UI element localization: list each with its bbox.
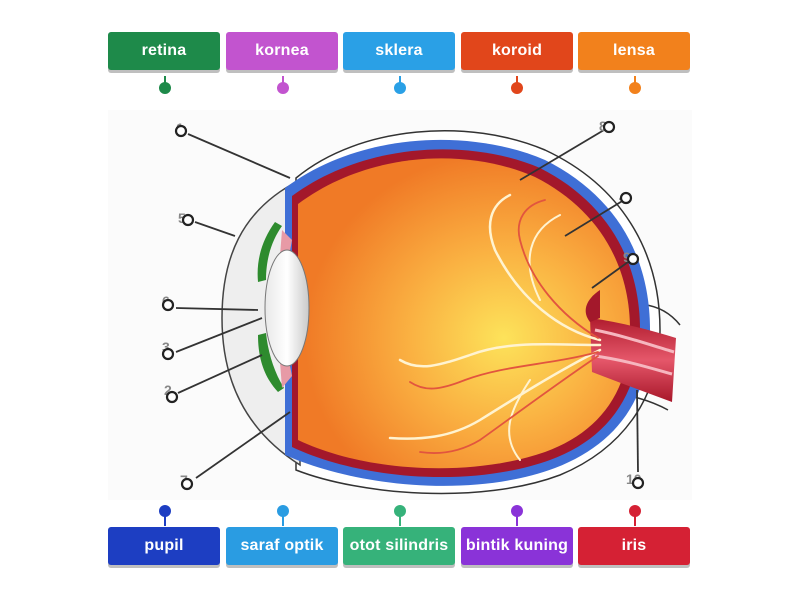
optic-nerve <box>590 318 676 402</box>
stem <box>164 514 166 526</box>
knob[interactable] <box>277 82 289 94</box>
knob[interactable] <box>629 82 641 94</box>
drop-target-6 <box>161 298 175 312</box>
marker-2: 2 <box>164 382 172 398</box>
lens-shape <box>264 249 310 367</box>
drop-target-9 <box>626 252 640 266</box>
label-koroid[interactable]: koroid <box>461 32 573 70</box>
knob[interactable] <box>511 505 523 517</box>
drop-target-1 <box>174 124 188 138</box>
marker-9: 9 <box>623 249 631 265</box>
stem <box>399 514 401 526</box>
drop-target-3 <box>161 347 175 361</box>
knob[interactable] <box>277 505 289 517</box>
label-pupil[interactable]: pupil <box>108 527 220 565</box>
stem <box>516 514 518 526</box>
drop-target-5 <box>181 213 195 227</box>
knob[interactable] <box>159 82 171 94</box>
marker-5: 5 <box>178 210 186 226</box>
drop-targets <box>161 120 645 491</box>
drop-target-2 <box>165 390 179 404</box>
knob[interactable] <box>394 82 406 94</box>
label-retina[interactable]: retina <box>108 32 220 70</box>
drop-target-8 <box>602 120 616 134</box>
blood-vessels <box>388 193 602 461</box>
knob[interactable] <box>159 505 171 517</box>
iris-top <box>257 222 282 282</box>
label-bintik-kuning[interactable]: bintik kuning <box>461 527 573 565</box>
stem <box>634 514 636 526</box>
marker-3: 3 <box>162 339 170 355</box>
label-kornea[interactable]: kornea <box>226 32 338 70</box>
pointer-lines <box>175 129 639 479</box>
knob[interactable] <box>511 82 523 94</box>
label-saraf-optik[interactable]: saraf optik <box>226 527 338 565</box>
macula-bump <box>585 290 600 322</box>
label-sklera[interactable]: sklera <box>343 32 455 70</box>
label-iris[interactable]: iris <box>578 527 690 565</box>
stem <box>282 514 284 526</box>
label-otot-silindris[interactable]: otot silindris <box>343 527 455 565</box>
knob[interactable] <box>394 505 406 517</box>
label-lensa[interactable]: lensa <box>578 32 690 70</box>
drop-target-10 <box>631 476 645 490</box>
knob[interactable] <box>629 505 641 517</box>
iris-bottom <box>258 333 284 392</box>
drop-target-7 <box>180 477 194 491</box>
drop-target-4 <box>619 191 633 205</box>
